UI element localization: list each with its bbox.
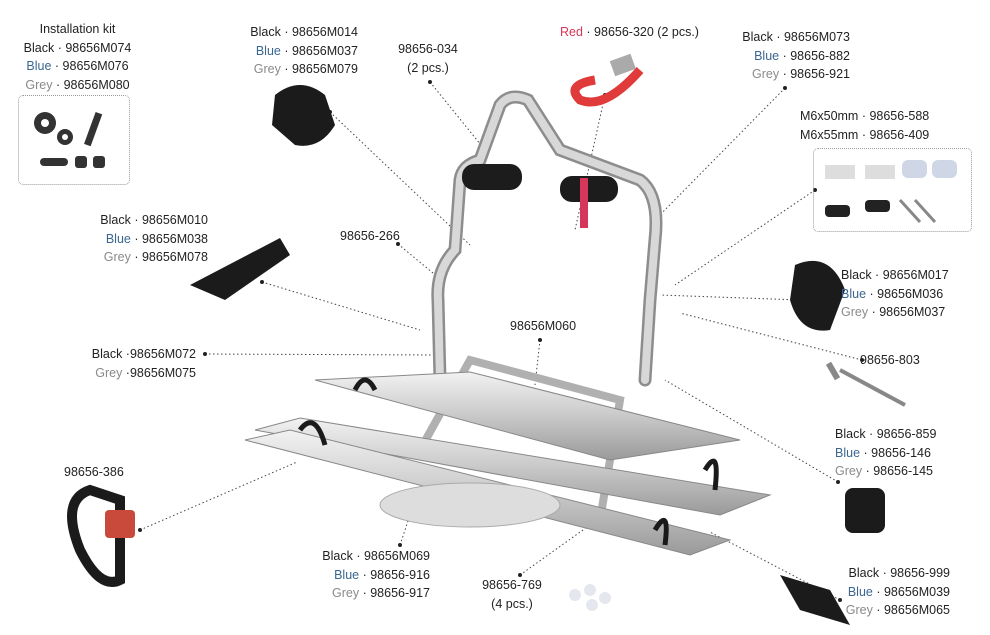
leader-lines — [139, 81, 863, 601]
color-name: Grey — [25, 77, 53, 92]
part-number: 98656-769 — [482, 578, 542, 592]
rotary-knob-illustration — [790, 260, 845, 331]
part-number: 98656M072 — [129, 347, 196, 361]
part-number: 98656M037 — [879, 305, 946, 319]
part-number: 98656M017 — [882, 268, 949, 282]
rail-clamps — [298, 377, 719, 546]
strap-illustration — [570, 53, 644, 107]
color-name: Red — [560, 25, 583, 39]
part-number: 98656M074 — [65, 40, 132, 55]
color-name: Blue — [26, 59, 52, 73]
part-number: 98656M014 — [291, 25, 358, 39]
kit-parts-illustration — [34, 111, 105, 168]
part-number: 98656M069 — [363, 549, 430, 563]
wheel-strap-illustration — [67, 484, 135, 587]
part-number: 98656M076 — [62, 59, 129, 73]
part-number: 98656M036 — [877, 286, 944, 301]
color-name: Black — [835, 427, 866, 441]
color-name: Grey — [103, 250, 131, 264]
color-name: Grey — [332, 586, 360, 600]
part-number: 98656M075 — [129, 365, 196, 380]
color-name: Grey — [845, 603, 873, 617]
color-name: Black — [250, 25, 281, 39]
knob-illustration — [272, 85, 335, 146]
foam-pads — [462, 164, 618, 228]
end-cap-illustration — [845, 488, 885, 533]
color-name: Blue — [841, 286, 867, 301]
part-number: 98656-146 — [871, 445, 931, 460]
long-bolt-illustration — [825, 361, 906, 407]
long-bolt-label: 98656-803 — [860, 353, 920, 367]
end-cap-label: Black · 98656-859 Blue · 98656-146 Grey … — [835, 427, 937, 478]
wheel-holder-illustration — [190, 238, 290, 300]
part-number: 98656M078 — [141, 250, 208, 264]
part-number: 98656M080 — [63, 77, 130, 92]
part-number: 98656-882 — [790, 48, 850, 63]
part-number: 98656-034 — [398, 42, 458, 56]
bolts-illustration — [825, 160, 957, 224]
color-name: Grey — [752, 67, 780, 81]
color-name: Black — [322, 549, 353, 563]
lower-clamp-label: Black ·98656M072 Grey ·98656M075 — [91, 347, 196, 380]
part-number: 98656-916 — [370, 567, 430, 582]
strap-label: Red · 98656-320 (2 pcs.) — [560, 25, 699, 39]
part-number: 98656M038 — [141, 231, 208, 246]
color-name: Black — [742, 30, 773, 44]
bolt-size: M6x50mm — [800, 109, 859, 123]
color-name: Grey — [841, 305, 869, 319]
rotary-knob-label: Black · 98656M017 Blue · 98656M036 Grey … — [841, 268, 949, 319]
quantity: (2 pcs.) — [407, 60, 449, 75]
part-number: 98656-917 — [370, 586, 430, 600]
part-number: 98656M065 — [883, 603, 950, 617]
color-name: Blue — [105, 231, 131, 246]
color-name: Black — [100, 213, 131, 227]
bolts-label: M6x50mm · 98656-588 M6x55mm · 98656-409 — [800, 109, 930, 142]
bracket-label: 98656-266 — [340, 229, 400, 243]
rail-end-label: Black · 98656-999 Blue · 98656M039 Grey … — [845, 566, 950, 617]
installation-kit-label: Installation kit Black · 98656M074 Blue … — [15, 20, 140, 94]
wheel-strap-label: 98656-386 — [64, 465, 124, 479]
color-name: Blue — [334, 567, 360, 582]
part-number: 98656M079 — [291, 62, 358, 76]
feet-illustration — [569, 584, 611, 611]
color-name: Blue — [847, 584, 873, 599]
color-name: Grey — [253, 62, 281, 76]
wheel-holder-label: Black · 98656M010 Blue · 98656M038 Grey … — [100, 213, 208, 264]
knob-label: Black · 98656M014 Blue · 98656M037 Grey … — [250, 25, 358, 76]
kit-title: Installation kit — [39, 22, 116, 36]
color-name: Blue — [754, 48, 780, 63]
tube-holder-label: 98656-034 (2 pcs.) — [388, 40, 468, 77]
part-number: 98656M073 — [783, 30, 850, 44]
color-name: Black — [91, 347, 123, 361]
part-number: 98656-320 (2 pcs.) — [594, 25, 699, 39]
color-name: Blue — [255, 43, 281, 58]
color-name: Blue — [835, 445, 861, 460]
feet-label: 98656-769 (4 pcs.) — [472, 576, 552, 613]
color-name: Black — [848, 566, 880, 580]
quantity: (4 pcs.) — [491, 596, 533, 611]
part-number: 98656-145 — [873, 464, 933, 478]
color-name: Grey — [95, 365, 123, 380]
part-number: 98656M037 — [291, 43, 358, 58]
rail-end-illustration — [780, 575, 850, 625]
rail-label: Black · 98656M069 Blue · 98656-916 Grey … — [322, 549, 430, 600]
part-number: 98656-999 — [890, 566, 950, 580]
part-number: 98656-859 — [876, 427, 937, 441]
installation-kit-box — [18, 95, 130, 185]
color-name: Grey — [835, 464, 863, 478]
rails — [244, 371, 772, 556]
frame-top-label: Black · 98656M073 Blue · 98656-882 Grey … — [742, 30, 850, 81]
bolt-size: M6x55mm — [800, 127, 859, 142]
part-number: 98656-588 — [869, 109, 930, 123]
bolts-box — [813, 148, 972, 232]
color-name: Black — [23, 40, 55, 55]
crossbar-label: 98656M060 — [510, 319, 577, 333]
color-name: Black — [841, 268, 872, 282]
part-number: 98656-921 — [790, 67, 850, 81]
part-number: 98656-409 — [869, 127, 930, 142]
part-number: 98656M039 — [883, 584, 950, 599]
part-number: 98656M010 — [141, 213, 208, 227]
